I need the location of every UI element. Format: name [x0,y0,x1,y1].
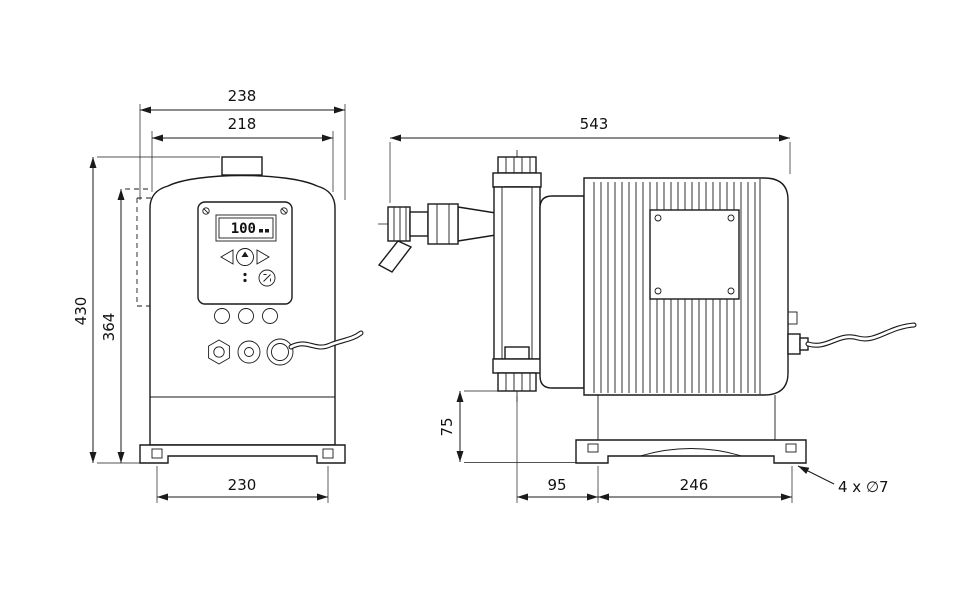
terminal-lug [787,311,798,325]
fitting-hex-nut [427,203,459,245]
arrow-up-icon [241,251,249,257]
dim-label-238: 238 [228,87,257,105]
arrow-left-button[interactable] [220,249,234,265]
dimension-side-foot-height: 75 [438,390,576,463]
nameplate-screw-icon [727,214,735,222]
front-power-cable [288,330,364,350]
dosing-column [493,186,541,360]
fitting-neck [409,211,429,237]
start-stop-dot-icon [243,272,247,277]
round-button-3[interactable] [262,308,278,324]
mounting-slot-right [322,448,334,459]
display: 100 [215,214,277,242]
dim-label-218: 218 [228,115,257,133]
display-value: 100 [231,221,256,237]
dim-label-364: 364 [100,313,118,342]
display-unit-icon [265,229,269,233]
prime-button[interactable] [258,269,276,287]
mounting-slot-left [587,443,599,453]
nav-buttons[interactable] [220,248,276,287]
injection-fitting [377,203,497,273]
cable-glands [208,330,364,366]
nameplate-screw-icon [654,287,662,295]
dimension-front-width-top: 238 [139,87,346,200]
pump-head [539,195,585,389]
display-mode-icon [259,229,263,233]
cable-gland-body [787,333,801,355]
mounting-slot-left [151,448,163,459]
round-gland [237,340,261,364]
fitting-knurl [387,206,411,242]
dimension-side-offset: 95 [516,396,599,503]
dim-label-430: 430 [72,297,90,326]
mounting-base-side [575,395,807,464]
mounting-base-front [139,444,346,464]
prime-arrow-icon [263,274,271,282]
dim-label-230: 230 [228,476,257,494]
power-gland [266,338,294,366]
top-cap [221,156,263,176]
dimension-side-length-total: 543 [389,115,791,203]
dim-label-246: 246 [680,476,709,494]
dimension-front-base-width: 230 [156,466,329,503]
dimension-side-base-length: 246 [598,466,793,503]
wall-bracket-hidden-lines [136,197,151,307]
dimension-front-height-body: 364 [100,188,151,463]
hex-gland [208,339,230,365]
side-view: 543 75 95 246 4 x ∅7 [377,115,917,503]
mounting-slot-right [785,443,797,453]
nameplate [649,209,740,300]
round-button-1[interactable] [214,308,230,324]
dim-label-holes: 4 x ∅7 [838,478,889,496]
dim-label-75: 75 [438,417,456,436]
round-button-2[interactable] [238,308,254,324]
side-power-cable [805,322,917,348]
dimension-front-height-total: 430 [72,156,220,464]
motor-housing [583,177,917,396]
bottom-valve [492,346,542,392]
start-stop-dot2-icon [243,278,247,283]
dim-label-543: 543 [580,115,609,133]
dim-label-95: 95 [547,476,566,494]
base-recess-arc [639,448,743,457]
round-buttons[interactable] [214,308,278,324]
menu-button[interactable] [236,248,254,266]
dimension-front-width-body: 218 [151,115,334,192]
panel-screw-left-icon [202,207,210,215]
arrow-right-button[interactable] [256,249,270,265]
hole-callout: 4 x ∅7 [797,465,889,496]
panel-screw-right-icon [280,207,288,215]
nameplate-screw-icon [654,214,662,222]
nameplate-screw-icon [727,287,735,295]
front-view: 100 [72,87,364,503]
fitting-taper [457,206,497,242]
drain-spout [377,240,413,273]
control-panel: 100 [197,201,293,305]
